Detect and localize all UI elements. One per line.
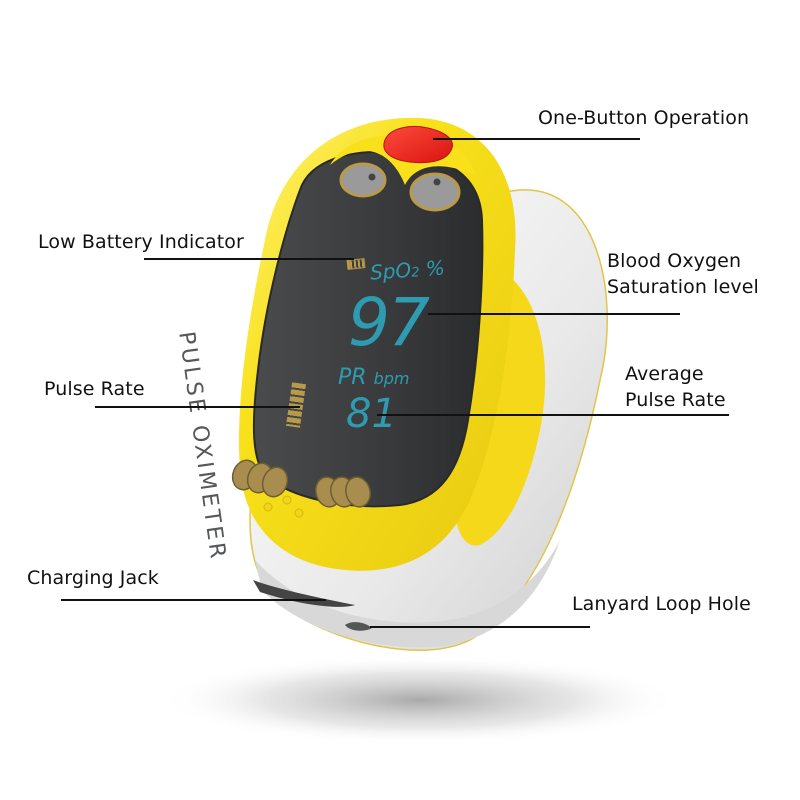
leader-one-button [433, 138, 640, 140]
callout-lanyard-loop-hole: Lanyard Loop Hole [572, 593, 751, 615]
floor-shadow [160, 655, 680, 745]
callout-charging-jack: Charging Jack [27, 567, 159, 589]
leader-average-pulse-rate [377, 414, 729, 416]
leader-low-battery [144, 258, 354, 260]
leader-pulse-rate [95, 406, 300, 408]
power-button [383, 126, 453, 164]
callout-low-battery-indicator: Low Battery Indicator [38, 231, 244, 253]
base-lip [255, 540, 560, 648]
callout-blood-oxygen: Blood Oxygen Saturation level [607, 250, 759, 298]
callout-average-pulse-rate: Average Pulse Rate [625, 363, 726, 411]
callout-one-button-operation: One-Button Operation [538, 107, 750, 129]
charging-jack [253, 580, 355, 607]
lanyard-hole [345, 622, 372, 631]
leader-lanyard [370, 626, 590, 628]
leader-blood-oxygen [428, 313, 680, 315]
leader-charging-jack [61, 599, 326, 601]
owl-feet [231, 459, 371, 508]
callout-pulse-rate: Pulse Rate [44, 378, 145, 400]
decor-dots [263, 495, 304, 518]
